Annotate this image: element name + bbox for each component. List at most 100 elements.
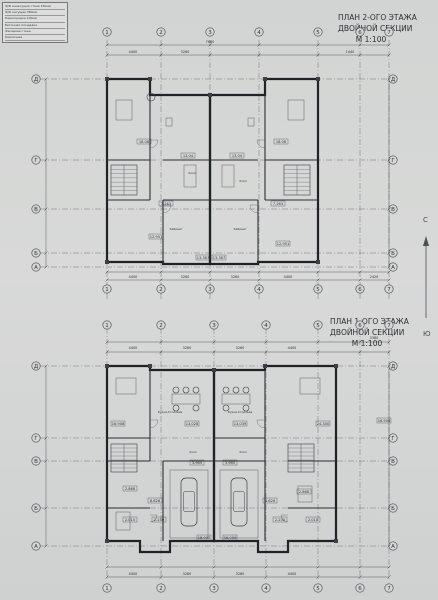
garage-bay — [219, 469, 259, 539]
axis-bubble-label: 3 — [212, 323, 216, 329]
dimension-tick — [358, 350, 362, 354]
compass-arrow — [423, 236, 429, 318]
legend-row: Бетонная площадка — [5, 23, 65, 29]
axis-bubble-label: Г — [34, 158, 38, 164]
area-tag — [275, 240, 291, 247]
dimension-text: 4400 — [129, 572, 138, 576]
dimension-tick — [44, 207, 48, 211]
wc-fixture — [165, 117, 173, 127]
axis-bubble — [313, 284, 323, 294]
dimension-tick — [159, 53, 163, 57]
axis-bubble-label: 7 — [387, 30, 391, 36]
area-tag — [151, 516, 167, 523]
axis-bubble-label: А — [391, 265, 395, 271]
dining-chair — [232, 386, 240, 394]
dimension-tick — [358, 278, 362, 282]
axis-bubble — [102, 284, 112, 294]
axis-bubble-label: 3 — [208, 30, 212, 36]
axis-bubble-label: 5 — [316, 323, 320, 329]
dimension-tick — [105, 575, 109, 579]
axis-bubble — [31, 361, 41, 371]
area-tag — [184, 420, 200, 427]
dimension-tick — [44, 265, 48, 269]
dimension-tick — [316, 43, 320, 47]
dimension-tick — [159, 575, 163, 579]
dimension-tick — [105, 340, 109, 344]
dimension-tick — [208, 278, 212, 282]
area-tag — [222, 459, 238, 466]
axis-bubble — [355, 320, 365, 330]
floor2-title-line: ПЛАН 2-ОГО ЭТАЖА — [338, 13, 417, 22]
wall-column — [316, 260, 320, 264]
axis-bubble-label: 6 — [358, 30, 362, 36]
axis-bubble-label: 5 — [316, 586, 320, 592]
axis-bubble-label: Б — [34, 251, 38, 257]
wall-column — [105, 260, 109, 264]
exterior-wall — [208, 77, 320, 266]
area-value: 13.367 — [213, 256, 226, 260]
dimension-tick — [387, 270, 391, 274]
area-value: 3.960 — [225, 461, 236, 465]
dimension-tick — [208, 270, 212, 274]
axis-bubble — [384, 284, 394, 294]
door-swing — [249, 204, 259, 214]
axis-bubble — [31, 503, 41, 513]
axis-bubble — [261, 320, 271, 330]
axis-bubble-label: Д — [34, 364, 39, 370]
axis-bubble-label: 4 — [257, 30, 261, 36]
axis-bubble-label: 5 — [316, 287, 320, 293]
axis-bubble — [156, 583, 166, 593]
area-tag — [158, 200, 174, 207]
dimension-tick — [358, 575, 362, 579]
dimension-tick — [212, 350, 216, 354]
axis-bubble-label: Б — [34, 506, 38, 512]
wall-column — [212, 368, 216, 372]
legend-table: Ф/Ф ненесущая стена 150мм Ф/Ф несущая 38… — [2, 2, 68, 44]
dimension-text: 3260 — [236, 572, 245, 576]
dimension-text: 1440 — [346, 50, 355, 54]
bath-fixture — [183, 164, 197, 188]
axis-bubble-label: 1 — [105, 30, 109, 36]
axis-bubble-label: Д — [391, 364, 396, 370]
dimension-tick — [316, 565, 320, 569]
wall-column — [208, 93, 212, 97]
dimension-tick — [387, 278, 391, 282]
floor2-title: ПЛАН 2-ОГО ЭТАЖА ДВОЙНОЙ СЕКЦИИ М 1:100 — [338, 12, 417, 45]
dining-table — [221, 393, 251, 405]
dining-chair — [192, 386, 200, 394]
axis-bubble — [156, 284, 166, 294]
area-value: 8.626 — [150, 499, 161, 503]
dimension-tick — [159, 350, 163, 354]
axis-bubble-label: 1 — [105, 287, 109, 293]
axis-bubble-label: 6 — [358, 586, 362, 592]
dimension-tick — [316, 340, 320, 344]
dining-chair — [222, 386, 230, 394]
area-tag — [222, 534, 238, 541]
area-value: 2.868 — [299, 490, 310, 494]
dimension-text: 4400 — [129, 50, 138, 54]
dimension-tick — [44, 158, 48, 162]
area-value: 8.626 — [265, 499, 276, 503]
dimension-tick — [358, 340, 362, 344]
axis-bubble — [313, 320, 323, 330]
dimension-tick — [387, 53, 391, 57]
area-value: 16.908 — [378, 419, 391, 423]
compass-arrowhead — [423, 236, 429, 246]
axis-bubble-label: Б — [391, 506, 395, 512]
area-tag — [147, 497, 163, 504]
dining-chair — [192, 404, 200, 412]
dimension-tick — [358, 53, 362, 57]
axis-bubble — [209, 320, 219, 330]
fixture-circle — [146, 92, 156, 102]
floor1-title-line: М 1:100 — [351, 339, 383, 348]
area-tag — [180, 152, 196, 159]
axis-bubble-label: Б — [391, 251, 395, 257]
dimension-text: 2420 — [370, 275, 379, 279]
dimension-tick — [358, 270, 362, 274]
dimension-tick — [358, 565, 362, 569]
staircase — [287, 443, 315, 473]
area-value: 24.300 — [317, 422, 330, 426]
axis-bubble — [355, 284, 365, 294]
